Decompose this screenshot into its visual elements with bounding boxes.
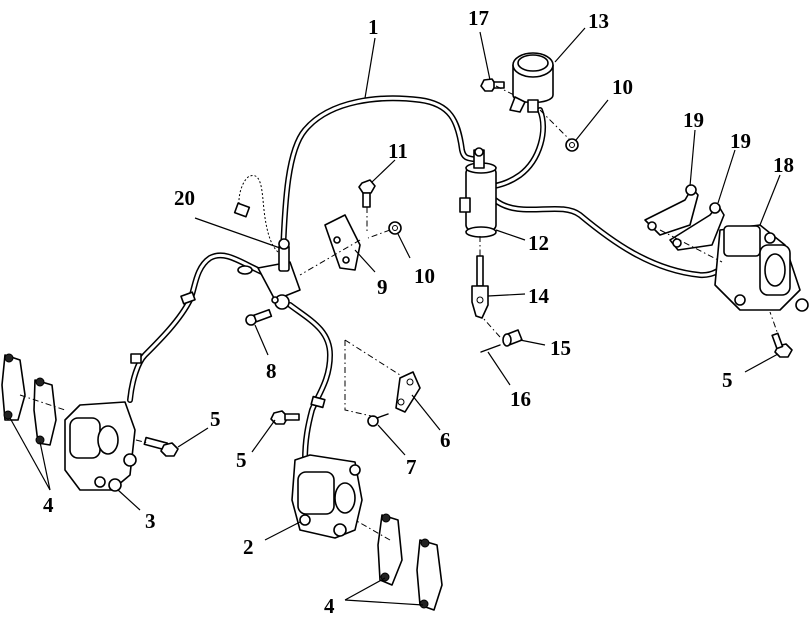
switch-wire [233,175,279,253]
callout-4-left: 4 [43,493,54,517]
push-rod-clevis [471,255,489,319]
callout-11: 11 [388,139,408,163]
callout-18: 18 [773,153,794,177]
clevis-pin [502,329,523,347]
master-cylinder [459,147,497,238]
callout-20: 20 [174,186,195,210]
callout-8: 8 [266,359,277,383]
bolt-8 [245,308,273,326]
three-way-joint [237,238,301,310]
callout-5-left: 5 [210,407,221,431]
callout-16: 16 [510,387,531,411]
front-left-caliper [64,401,137,492]
hose-clip [395,371,421,413]
joint-bracket [324,214,361,271]
brake-hose-front-right [287,302,333,463]
brake-pads-left [1,353,57,446]
callout-3: 3 [145,509,156,533]
callout-7: 7 [406,455,417,479]
nut-10-bracket [388,221,402,235]
callout-4-right: 4 [324,594,335,617]
callout-14: 14 [528,284,550,308]
callout-15: 15 [550,336,571,360]
brake-hose-main [280,95,731,279]
bolt-5-rear [771,332,793,358]
bolt-17 [480,78,505,92]
callout-19a: 19 [683,108,704,132]
rear-caliper [714,224,809,312]
assembly-centerlines [19,85,781,541]
callout-10-bracket: 10 [414,264,435,288]
callout-6: 6 [440,428,451,452]
callout-2: 2 [243,535,254,559]
front-right-caliper [291,454,363,539]
brake-pads-right [377,513,443,611]
nut-10-reservoir [565,138,579,152]
bolt-11 [358,179,376,208]
callout-5-right: 5 [236,448,247,472]
leader-lines [9,27,781,606]
callout-10-reservoir: 10 [612,75,633,99]
cotter-pin [480,344,501,353]
fluid-reservoir [509,52,554,113]
callout-12: 12 [528,231,549,255]
callout-13: 13 [588,9,609,33]
brake-hose-front-left [127,252,265,403]
callout-labels: 1 2 3 4 4 5 5 5 6 7 8 9 10 10 11 12 13 1… [43,6,794,617]
callout-9: 9 [377,275,388,299]
callout-19b: 19 [730,129,751,153]
rear-bracket-19b [669,202,725,251]
bolt-5-left [143,436,179,457]
callout-1: 1 [368,15,379,39]
rear-bracket-19a [644,184,699,236]
callout-17: 17 [468,6,489,30]
bolt-5-right [270,410,300,425]
callout-5-rear: 5 [722,368,733,392]
